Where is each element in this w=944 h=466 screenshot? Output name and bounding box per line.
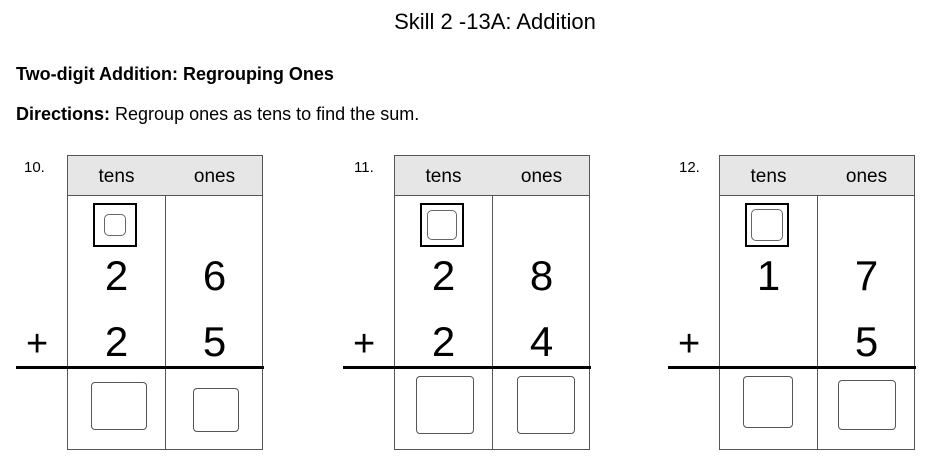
answer-ones-box[interactable] <box>517 376 575 434</box>
carry-box-inner <box>104 214 126 236</box>
top-tens-digit: 2 <box>431 252 456 299</box>
bottom-ones-digit: 5 <box>202 318 227 365</box>
tens-header: tens <box>425 166 462 187</box>
place-value-table: tens ones 2 6 2 5 <box>67 155 263 450</box>
ones-header: ones <box>520 166 563 187</box>
problem-number: 10. <box>24 159 45 176</box>
top-ones-digit: 8 <box>529 252 554 299</box>
top-ones-digit: 7 <box>854 252 879 299</box>
sum-line <box>668 366 916 369</box>
plus-sign: + <box>26 323 49 365</box>
carry-box-inner <box>427 210 457 240</box>
table-header: tens ones <box>720 156 914 196</box>
answer-tens-box[interactable] <box>743 376 793 428</box>
bottom-ones-digit: 4 <box>529 318 554 365</box>
bottom-tens-digit: 2 <box>104 318 129 365</box>
directions: Directions: Regroup ones as tens to find… <box>16 104 419 125</box>
answer-tens-box[interactable] <box>91 382 147 430</box>
bottom-ones-digit: 5 <box>854 318 879 365</box>
top-tens-digit: 2 <box>104 252 129 299</box>
carry-box[interactable] <box>745 203 789 247</box>
worksheet-title: Skill 2 -13A: Addition <box>394 9 596 34</box>
table-header: tens ones <box>395 156 589 196</box>
place-value-table: tens ones 2 8 2 4 <box>394 155 590 450</box>
ones-header: ones <box>193 166 236 187</box>
carry-box-inner <box>751 209 783 241</box>
answer-tens-box[interactable] <box>416 376 474 434</box>
problem-10: 10. tens ones 2 6 2 5 + <box>16 155 316 455</box>
problem-11: 11. tens ones 2 8 2 4 + <box>343 155 643 455</box>
ones-header: ones <box>845 166 888 187</box>
sum-line <box>16 366 264 369</box>
tens-header: tens <box>98 166 135 187</box>
section-subtitle: Two-digit Addition: Regrouping Ones <box>16 64 334 84</box>
carry-box[interactable] <box>420 203 464 247</box>
problem-number: 12. <box>679 159 700 176</box>
problem-12: 12. tens ones 1 7 5 + <box>668 155 944 455</box>
directions-text: Regroup ones as tens to find the sum. <box>110 104 420 124</box>
top-tens-digit: 1 <box>756 252 781 299</box>
carry-box[interactable] <box>93 203 137 247</box>
sum-line <box>343 366 591 369</box>
column-divider <box>165 156 166 449</box>
directions-label: Directions: <box>16 104 111 124</box>
place-value-table: tens ones 1 7 5 <box>719 155 915 450</box>
tens-header: tens <box>750 166 787 187</box>
plus-sign: + <box>353 323 376 365</box>
answer-ones-box[interactable] <box>193 388 239 432</box>
answer-ones-box[interactable] <box>838 380 896 430</box>
column-divider <box>492 156 493 449</box>
problem-number: 11. <box>354 159 374 176</box>
top-ones-digit: 6 <box>202 252 227 299</box>
column-divider <box>817 156 818 449</box>
table-header: tens ones <box>68 156 262 196</box>
plus-sign: + <box>678 323 701 365</box>
bottom-tens-digit: 2 <box>431 318 456 365</box>
